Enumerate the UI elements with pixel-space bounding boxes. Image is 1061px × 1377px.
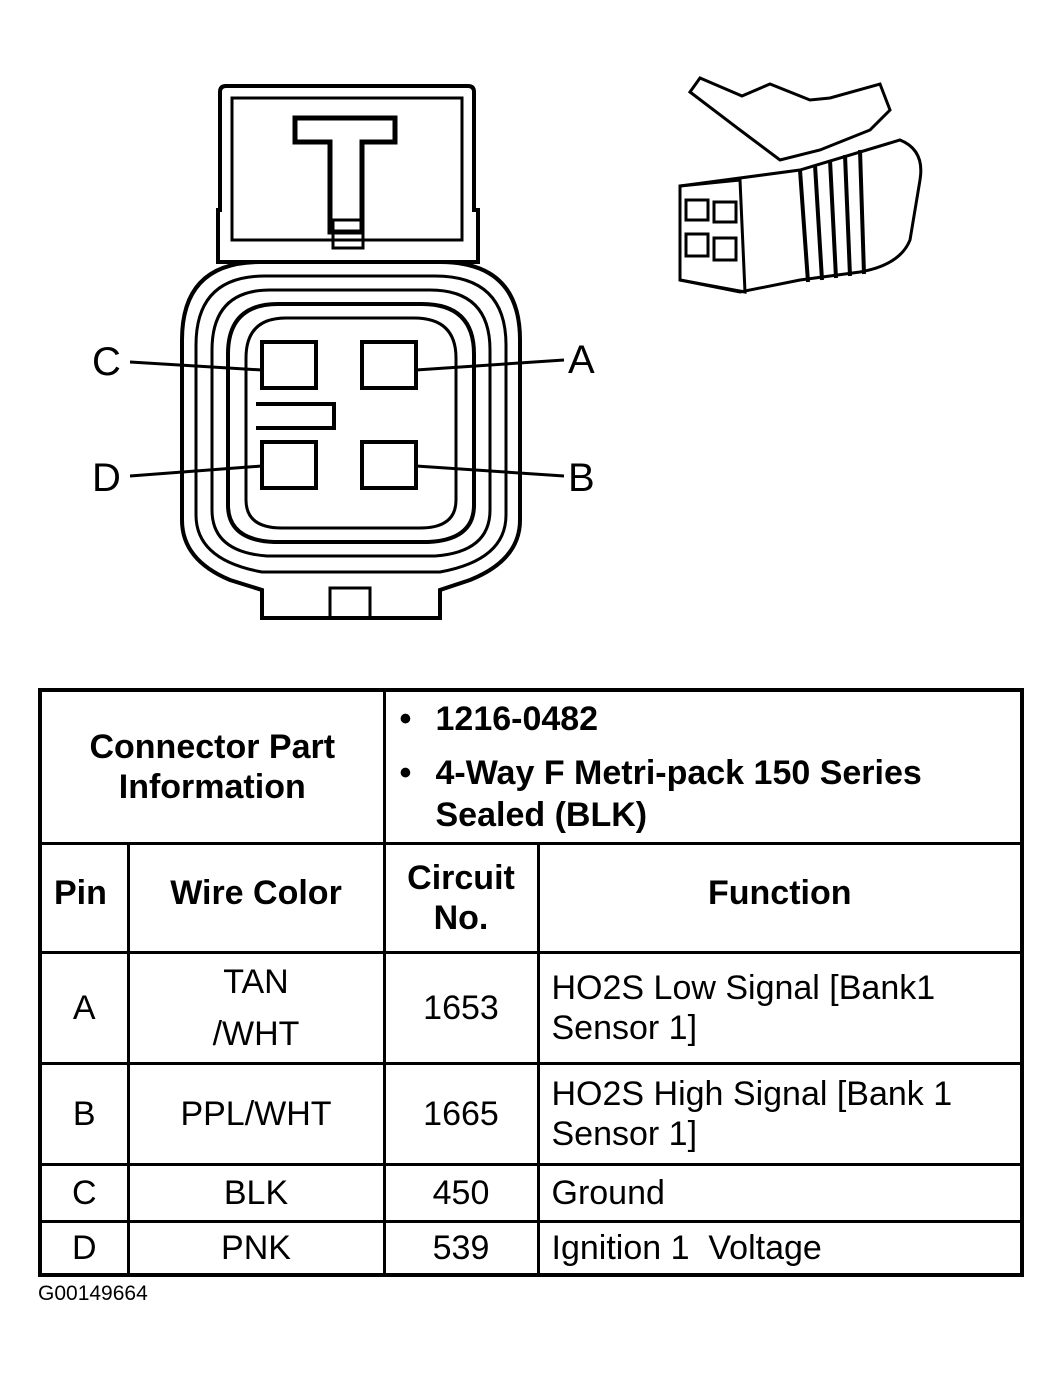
terminal-d <box>260 440 318 490</box>
latch-housing <box>216 84 480 264</box>
table-row: C BLK 450 Ground <box>38 1163 1024 1223</box>
cell-wire-color-line2: /WHT <box>212 1015 300 1053</box>
column-header-row: Pin Wire Color Circuit No. Function <box>38 842 1024 954</box>
bottom-notch <box>328 586 372 620</box>
cell-wire-color: PPL/WHT <box>126 1062 386 1166</box>
cell-function-line2: Sensor 1] <box>551 1009 698 1047</box>
cell-wire-color: TAN /WHT <box>126 951 386 1065</box>
connector-face-view <box>129 84 565 620</box>
latch-housing-inner <box>230 96 464 242</box>
leader-line-d <box>129 464 263 478</box>
cell-wire-color: BLK <box>126 1163 386 1223</box>
connector-3d-cavity-2 <box>712 200 738 224</box>
connector-body-ring1 <box>194 274 508 574</box>
table-row: B PPL/WHT 1665 HO2S High Signal [Bank 1 … <box>38 1062 1024 1166</box>
connector-3d-cavity-3 <box>684 232 710 258</box>
header-circuit-no: Circuit No. <box>382 842 540 954</box>
connector-part-info-label-line1: Connector Part <box>89 728 336 766</box>
cell-function: HO2S Low Signal [Bank1 Sensor 1] <box>536 951 1024 1065</box>
connector-3d-latch <box>687 76 892 162</box>
terminal-c <box>260 340 318 390</box>
terminal-a <box>360 340 418 390</box>
pin-label-c: C <box>92 340 121 384</box>
connector-3d-cavity-1 <box>684 198 710 222</box>
header-function: Function <box>536 842 1024 954</box>
header-pin: Pin <box>38 842 130 954</box>
cell-function: HO2S High Signal [Bank 1 Sensor 1] <box>536 1062 1024 1166</box>
part-info-row: Connector Part Information • 1216-0482 •… <box>38 688 1024 845</box>
bullet-icon: • <box>399 700 412 738</box>
part-description-line2-wrap: Sealed (BLK) <box>400 794 1007 836</box>
connector-body-outer <box>180 260 522 620</box>
leader-line-a <box>415 358 565 372</box>
cell-pin: C <box>38 1163 130 1223</box>
connector-part-info-label-line2: Information <box>118 768 306 806</box>
connector-info-table: Connector Part Information • 1216-0482 •… <box>38 688 1024 1277</box>
pin-label-b: B <box>568 456 595 500</box>
connector-body-ring2 <box>210 288 492 558</box>
cell-pin: D <box>38 1220 130 1277</box>
connector-part-info-label: Connector Part Information <box>38 688 386 845</box>
connector-3d-body <box>678 138 923 294</box>
part-info-cell: • 1216-0482 • 4-Way F Metri-pack 150 Ser… <box>382 688 1024 845</box>
connector-3d-view <box>678 76 923 294</box>
cell-function: Ignition 1 Voltage <box>536 1220 1024 1277</box>
header-circuit-line2: No. <box>433 899 489 937</box>
cell-circuit: 1653 <box>382 951 540 1065</box>
leader-line-c <box>129 360 263 372</box>
terminal-b <box>360 440 418 490</box>
part-description-line: • 4-Way F Metri-pack 150 Series <box>400 752 1007 794</box>
part-number-line: • 1216-0482 <box>400 698 1007 740</box>
cell-function-line1: HO2S High Signal [Bank 1 <box>551 1075 953 1113</box>
part-description-line2: Sealed (BLK) <box>435 796 648 834</box>
connector-body-ring3 <box>226 302 476 544</box>
table-row: D PNK 539 Ignition 1 Voltage <box>38 1220 1024 1277</box>
part-description-line1: 4-Way F Metri-pack 150 Series <box>435 754 922 792</box>
bullet-icon: • <box>399 754 412 792</box>
cell-wire-color: PNK <box>126 1220 386 1277</box>
bullet-spacer <box>400 794 436 836</box>
cell-function-line2: Sensor 1] <box>551 1115 698 1153</box>
pin-label-d: D <box>92 456 121 500</box>
key-slot <box>256 402 336 430</box>
cell-circuit: 1665 <box>382 1062 540 1166</box>
leader-line-b <box>415 464 565 478</box>
connector-3d-ribs <box>798 149 866 283</box>
pin-label-a: A <box>568 338 595 382</box>
connector-3d-face <box>678 178 747 294</box>
header-wire-color: Wire Color <box>126 842 386 954</box>
cell-pin: B <box>38 1062 130 1166</box>
part-number: 1216-0482 <box>435 700 599 738</box>
cell-circuit: 450 <box>382 1163 540 1223</box>
cell-pin: A <box>38 951 130 1065</box>
cell-function: Ground <box>536 1163 1024 1223</box>
latch-t-tab <box>292 115 398 235</box>
cell-wire-color-line1: TAN <box>223 963 289 1001</box>
cell-circuit: 539 <box>382 1220 540 1277</box>
connector-cavity <box>244 316 458 530</box>
connector-3d-cavity-4 <box>712 236 738 262</box>
header-circuit-line1: Circuit <box>407 859 515 897</box>
table-row: A TAN /WHT 1653 HO2S Low Signal [Bank1 S… <box>38 951 1024 1065</box>
cell-function-line1: HO2S Low Signal [Bank1 <box>551 969 936 1007</box>
latch-slot <box>331 218 365 250</box>
connector-diagram <box>129 76 923 620</box>
figure-id: G00149664 <box>38 1282 148 1305</box>
